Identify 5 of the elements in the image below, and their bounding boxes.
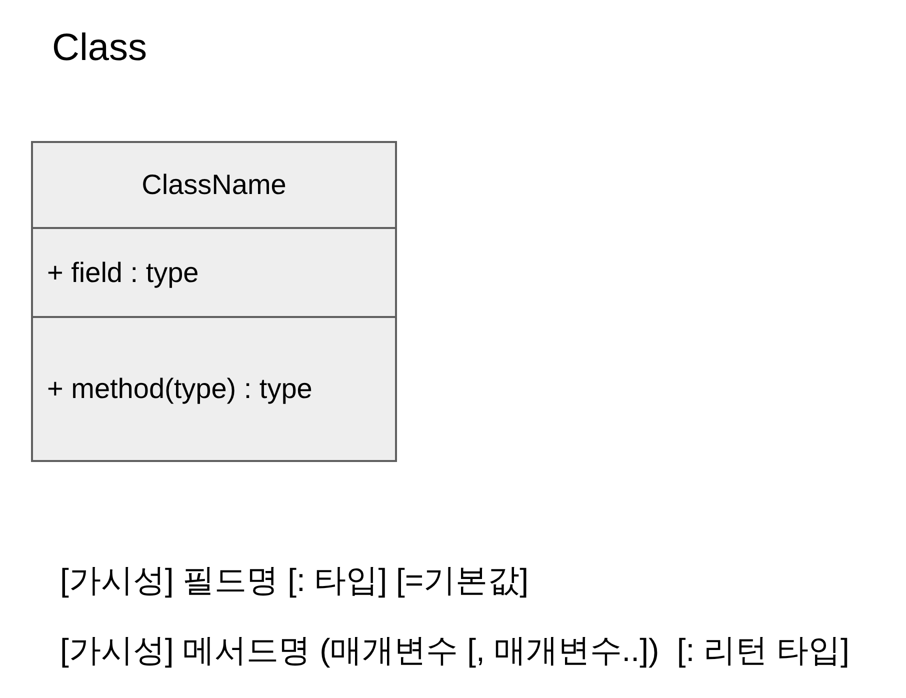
notation-text: [가시성] 메서드명 (매개변수 [, 매개변수..]) [: 리턴 타입] bbox=[60, 633, 850, 667]
class-name: ClassName bbox=[140, 171, 288, 199]
notation-text: [가시성] 필드명 [: 타입] [=기본값] bbox=[60, 563, 528, 597]
class-box bbox=[31, 141, 397, 462]
title: Class bbox=[52, 29, 148, 67]
